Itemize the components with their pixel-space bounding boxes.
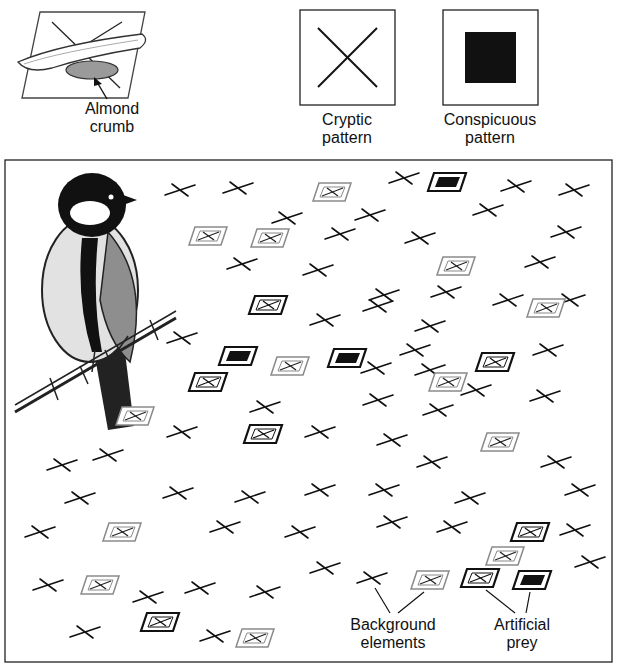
label-text: Background elements (341, 616, 445, 653)
cryptic-pattern-sample (300, 10, 395, 105)
leader-line (375, 588, 530, 613)
conspicuous-pattern-sample (443, 10, 538, 105)
label-text: Conspicuous pattern (436, 111, 544, 148)
background-element (25, 172, 605, 642)
great-tit-bird (15, 173, 176, 430)
almond-crumb-prey (18, 12, 146, 99)
artificial-prey (81, 173, 565, 647)
aviary-panel (5, 160, 612, 662)
label-text: Cryptic pattern (302, 111, 392, 148)
label-text: Almond crumb (72, 100, 152, 137)
label-text: Artificial prey (479, 616, 565, 653)
